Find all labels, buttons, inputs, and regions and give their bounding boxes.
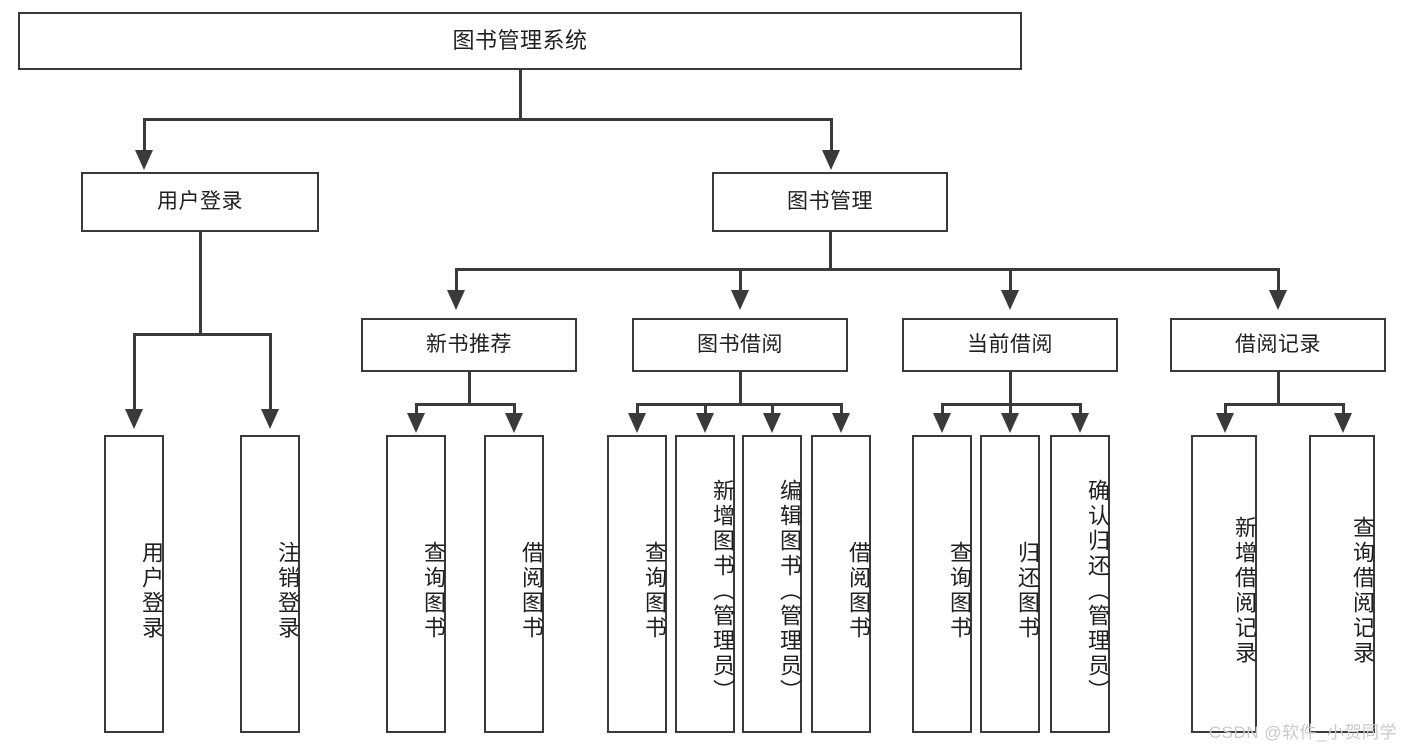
leaf-newbook-borrow-book[interactable]: 借阅图书 <box>484 435 544 733</box>
connector-bookmgmt-c3 <box>1009 268 1012 294</box>
connector-bookmgmt-stem <box>829 232 832 270</box>
leaf-label: 查询图书 <box>421 541 446 641</box>
arrowhead-userlogin-leaf1 <box>125 409 143 429</box>
leaf-label: 注销登录 <box>275 541 300 641</box>
node-user-login[interactable]: 用户登录 <box>81 172 319 232</box>
arrowhead-newbook-leaf2 <box>505 413 523 433</box>
connector-bookborrow-bar <box>636 403 840 406</box>
leaf-user-login-logout[interactable]: 注销登录 <box>240 435 300 733</box>
arrowhead-userlogin-leaf2 <box>261 409 279 429</box>
connector-bookmgmt-bar <box>455 268 1277 271</box>
connector-newbook-stem <box>468 372 471 405</box>
arrowhead-bookborrow-leaf3 <box>763 413 781 433</box>
connector-root-stem <box>519 70 522 118</box>
leaf-label: 确认归还（管理员） <box>1085 478 1110 704</box>
connector-bookborrow-l2 <box>704 403 707 417</box>
arrowhead-to-book-management <box>822 150 840 170</box>
leaf-label: 编辑图书（管理员） <box>777 478 802 704</box>
node-root-system[interactable]: 图书管理系统 <box>18 12 1022 70</box>
connector-bookmgmt-c4 <box>1277 268 1280 294</box>
leaf-bookborrow-borrow-book[interactable]: 借阅图书 <box>811 435 871 733</box>
node-new-book-recommend[interactable]: 新书推荐 <box>361 318 577 372</box>
connector-userlogin-bar <box>133 333 269 336</box>
arrowhead-current-borrow <box>1001 290 1019 310</box>
connector-bookborrow-l4 <box>840 403 843 417</box>
arrowhead-bookborrow-leaf2 <box>696 413 714 433</box>
connector-bookborrow-l3 <box>771 403 774 417</box>
connector-root-to-bookmgmt <box>830 118 833 154</box>
leaf-label: 新增图书（管理员） <box>710 478 735 704</box>
leaf-bookborrow-add-book-admin[interactable]: 新增图书（管理员） <box>675 435 735 733</box>
connector-newbook-bar <box>415 403 513 406</box>
connector-bookborrow-l1 <box>636 403 639 417</box>
node-current-borrow[interactable]: 当前借阅 <box>902 318 1118 372</box>
arrowhead-newbook-leaf1 <box>407 413 425 433</box>
connector-bookmgmt-c1 <box>455 268 458 294</box>
connector-newbook-l1 <box>415 403 418 417</box>
arrowhead-new-book-recommend <box>447 290 465 310</box>
connector-newbook-l2 <box>513 403 516 417</box>
connector-userlogin-stem <box>199 232 202 335</box>
leaf-label: 查询图书 <box>947 541 972 641</box>
csdn-watermark: CSDN @软件_小贺同学 <box>1208 723 1397 742</box>
leaf-label: 查询借阅记录 <box>1350 516 1375 666</box>
leaf-label: 归还图书 <box>1015 541 1040 641</box>
connector-root-bar <box>143 118 833 121</box>
leaf-newbook-query-book[interactable]: 查询图书 <box>386 435 446 733</box>
leaf-currentborrow-return-book[interactable]: 归还图书 <box>980 435 1040 733</box>
arrowhead-currentborrow-leaf3 <box>1071 413 1089 433</box>
leaf-borrowrecord-add-record[interactable]: 新增借阅记录 <box>1191 435 1257 733</box>
arrowhead-bookborrow-leaf1 <box>628 413 646 433</box>
connector-bookborrow-stem <box>739 372 742 405</box>
connector-currentborrow-l2 <box>1009 403 1012 417</box>
arrowhead-borrowrecord-leaf2 <box>1334 413 1352 433</box>
node-book-management[interactable]: 图书管理 <box>712 172 948 232</box>
leaf-label: 借阅图书 <box>519 541 544 641</box>
connector-bookmgmt-c2 <box>739 268 742 294</box>
connector-root-to-login <box>143 118 146 154</box>
node-book-borrow[interactable]: 图书借阅 <box>632 318 848 372</box>
leaf-label: 用户登录 <box>139 541 164 641</box>
leaf-label: 新增借阅记录 <box>1232 516 1257 666</box>
connector-borrowrecord-bar <box>1224 403 1342 406</box>
leaf-borrowrecord-query-record[interactable]: 查询借阅记录 <box>1309 435 1375 733</box>
connector-currentborrow-stem <box>1009 372 1012 405</box>
connector-userlogin-right <box>269 333 272 413</box>
leaf-currentborrow-confirm-return-admin[interactable]: 确认归还（管理员） <box>1050 435 1110 733</box>
connector-borrowrecord-l2 <box>1342 403 1345 417</box>
connector-borrowrecord-l1 <box>1224 403 1227 417</box>
connector-currentborrow-l3 <box>1079 403 1082 417</box>
leaf-user-login-login[interactable]: 用户登录 <box>104 435 164 733</box>
arrowhead-currentborrow-leaf2 <box>1001 413 1019 433</box>
node-borrow-record[interactable]: 借阅记录 <box>1170 318 1386 372</box>
arrowhead-borrowrecord-leaf1 <box>1216 413 1234 433</box>
arrowhead-to-user-login <box>135 150 153 170</box>
connector-borrowrecord-stem <box>1277 372 1280 405</box>
arrowhead-book-borrow <box>731 290 749 310</box>
arrowhead-currentborrow-leaf1 <box>933 413 951 433</box>
leaf-currentborrow-query-book[interactable]: 查询图书 <box>912 435 972 733</box>
arrowhead-bookborrow-leaf4 <box>832 413 850 433</box>
connector-userlogin-left <box>133 333 136 413</box>
leaf-bookborrow-query-book[interactable]: 查询图书 <box>607 435 667 733</box>
leaf-bookborrow-edit-book-admin[interactable]: 编辑图书（管理员） <box>742 435 802 733</box>
arrowhead-borrow-record <box>1269 290 1287 310</box>
leaf-label: 借阅图书 <box>846 541 871 641</box>
leaf-label: 查询图书 <box>642 541 667 641</box>
connector-currentborrow-l1 <box>941 403 944 417</box>
